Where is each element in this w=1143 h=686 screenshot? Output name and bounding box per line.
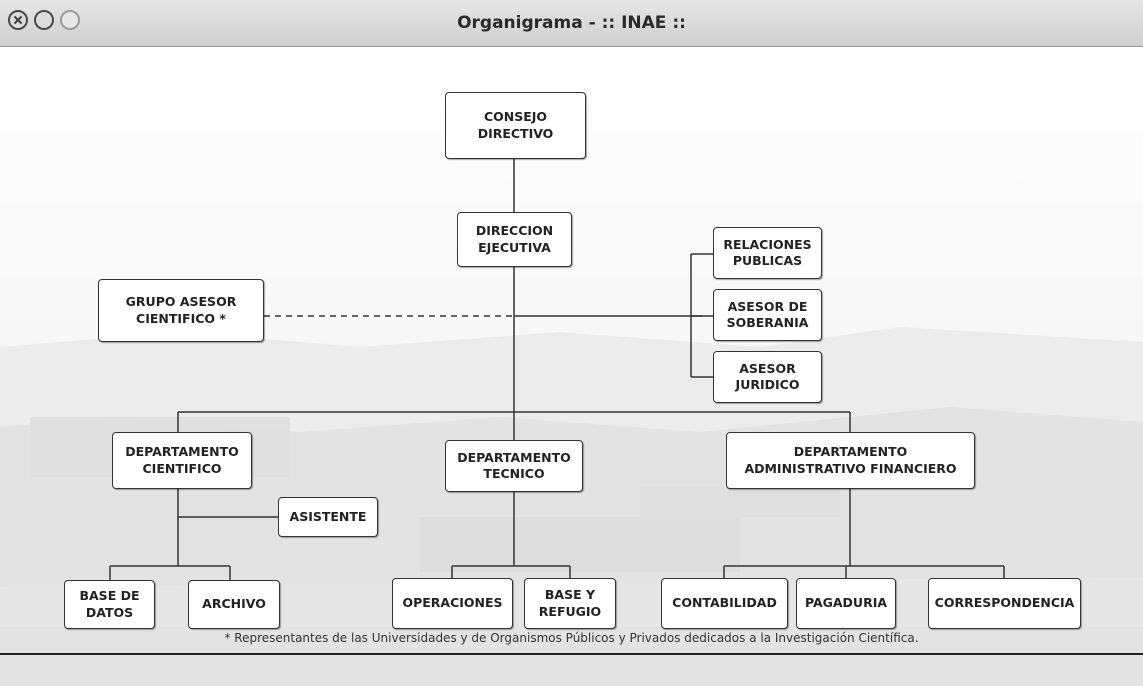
node-relaciones-publicas[interactable]: RELACIONES PUBLICAS bbox=[713, 227, 822, 279]
connector-lines bbox=[109, 159, 1005, 580]
node-asistente[interactable]: ASISTENTE bbox=[278, 497, 378, 537]
node-asesor-soberania[interactable]: ASESOR DE SOBERANIA bbox=[713, 289, 822, 341]
node-contabilidad[interactable]: CONTABILIDAD bbox=[661, 578, 788, 629]
zoom-button[interactable] bbox=[60, 10, 80, 30]
node-operaciones[interactable]: OPERACIONES bbox=[392, 578, 513, 629]
close-button[interactable] bbox=[8, 10, 28, 30]
node-archivo[interactable]: ARCHIVO bbox=[188, 580, 280, 629]
node-base-de-datos[interactable]: BASE DE DATOS bbox=[64, 580, 155, 629]
node-base-y-refugio[interactable]: BASE Y REFUGIO bbox=[524, 578, 616, 629]
node-departamento-administrativo-financiero[interactable]: DEPARTAMENTO ADMINISTRATIVO FINANCIERO bbox=[726, 432, 975, 489]
node-departamento-tecnico[interactable]: DEPARTAMENTO TECNICO bbox=[445, 440, 583, 492]
bottom-divider bbox=[0, 653, 1143, 655]
window-title: Organigrama - :: INAE :: bbox=[457, 13, 686, 33]
org-chart-canvas: CONSEJO DIRECTIVO DIRECCION EJECUTIVA GR… bbox=[0, 47, 1143, 686]
node-grupo-asesor-cientifico[interactable]: GRUPO ASESOR CIENTIFICO * bbox=[98, 279, 264, 342]
node-pagaduria[interactable]: PAGADURIA bbox=[796, 578, 896, 629]
node-consejo-directivo[interactable]: CONSEJO DIRECTIVO bbox=[445, 92, 586, 159]
node-direccion-ejecutiva[interactable]: DIRECCION EJECUTIVA bbox=[457, 212, 572, 267]
footnote: * Representantes de las Universidades y … bbox=[224, 631, 919, 645]
node-correspondencia[interactable]: CORRESPONDENCIA bbox=[928, 578, 1081, 629]
node-departamento-cientifico[interactable]: DEPARTAMENTO CIENTIFICO bbox=[112, 432, 252, 489]
minimize-button[interactable] bbox=[34, 10, 54, 30]
window-titlebar[interactable]: Organigrama - :: INAE :: bbox=[0, 0, 1143, 47]
node-asesor-juridico[interactable]: ASESOR JURIDICO bbox=[713, 351, 822, 403]
